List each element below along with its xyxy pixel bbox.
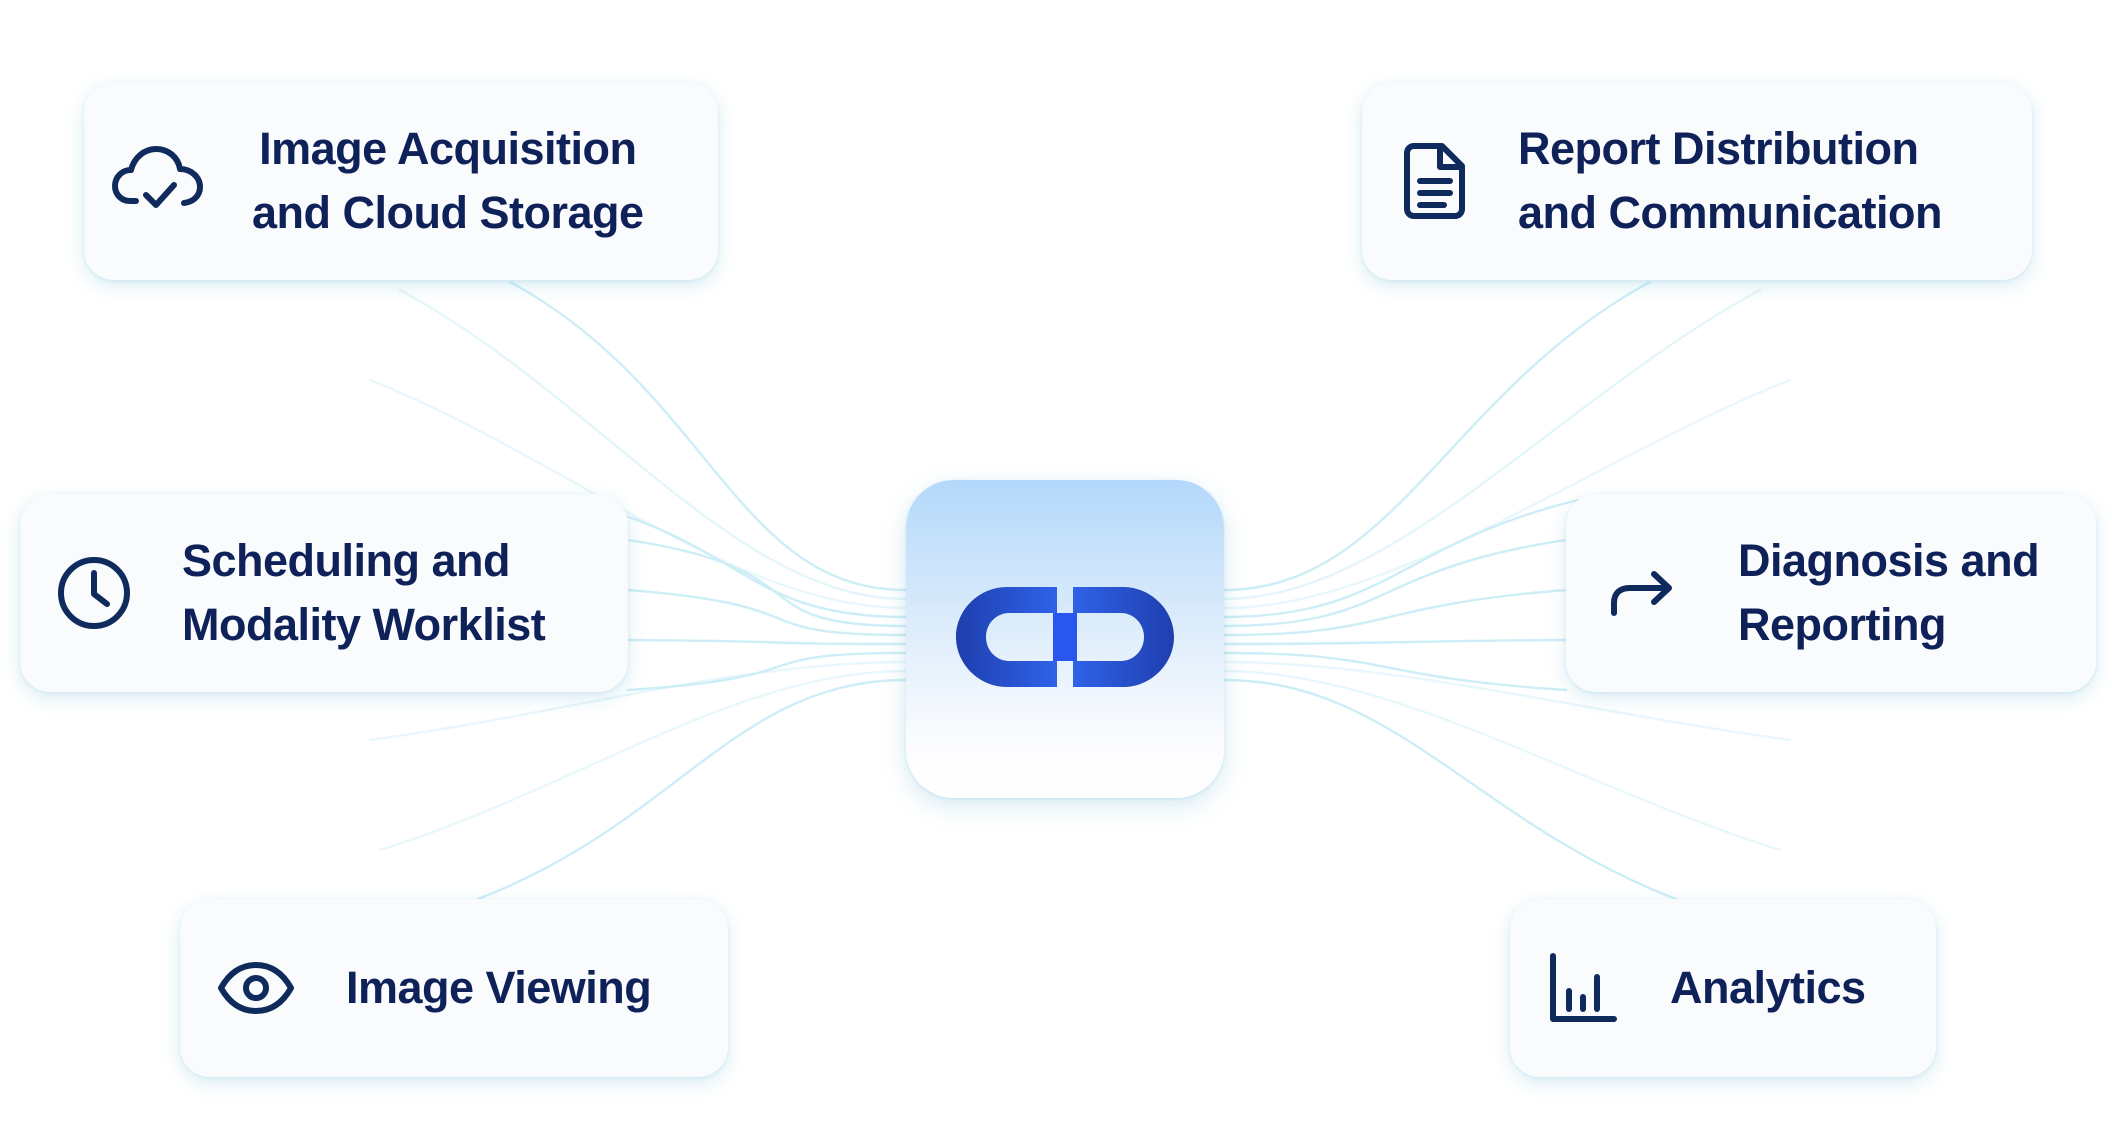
node-report-distribution: Report Distribution and Communication (1362, 82, 2032, 280)
connector-line (1222, 678, 1678, 901)
connector-line (626, 538, 908, 628)
node-label: Report Distribution and Communication (1518, 123, 1943, 238)
connector-line (1222, 660, 1792, 742)
connector-line (626, 588, 908, 637)
node-scheduling: Scheduling and Modality Worklist (20, 494, 628, 692)
clock-icon (54, 555, 134, 631)
connector-line (1222, 669, 1782, 852)
node-label: Diagnosis and Reporting (1738, 535, 2040, 650)
connector-line (476, 678, 908, 901)
connector-line (1222, 651, 1568, 692)
bar-chart-icon (1548, 953, 1618, 1023)
node-image-viewing: Image Viewing (180, 899, 728, 1077)
node-label: Image Viewing (346, 962, 652, 1013)
node-label: Scheduling and Modality Worklist (182, 535, 546, 650)
cloud-check-icon (110, 143, 206, 219)
connector-line (1222, 493, 1602, 619)
connector-line (1222, 288, 1762, 601)
node-label: Image Acquisition and Cloud Storage (252, 123, 644, 238)
connector-line (1222, 538, 1568, 628)
node-diagnosis-reporting: Diagnosis and Reporting (1566, 494, 2096, 692)
forward-arrow-icon (1604, 569, 1680, 617)
connector-line (378, 669, 908, 852)
connector-line (508, 280, 908, 592)
connector-line (1222, 378, 1792, 610)
connector-line (398, 288, 908, 601)
document-icon (1400, 143, 1470, 219)
connector-line (1222, 638, 1568, 646)
connector-line (626, 651, 908, 692)
eye-icon (216, 960, 296, 1016)
interlocking-capsule-logo-icon (953, 585, 1177, 694)
connector-line (1222, 588, 1568, 637)
connector-line (368, 660, 908, 742)
center-hub-tile (906, 480, 1224, 798)
node-analytics: Analytics (1510, 899, 1936, 1077)
connector-line (626, 638, 908, 646)
connector-line (1222, 280, 1652, 592)
node-image-acquisition: Image Acquisition and Cloud Storage (84, 82, 718, 280)
node-label: Analytics (1670, 962, 1866, 1013)
